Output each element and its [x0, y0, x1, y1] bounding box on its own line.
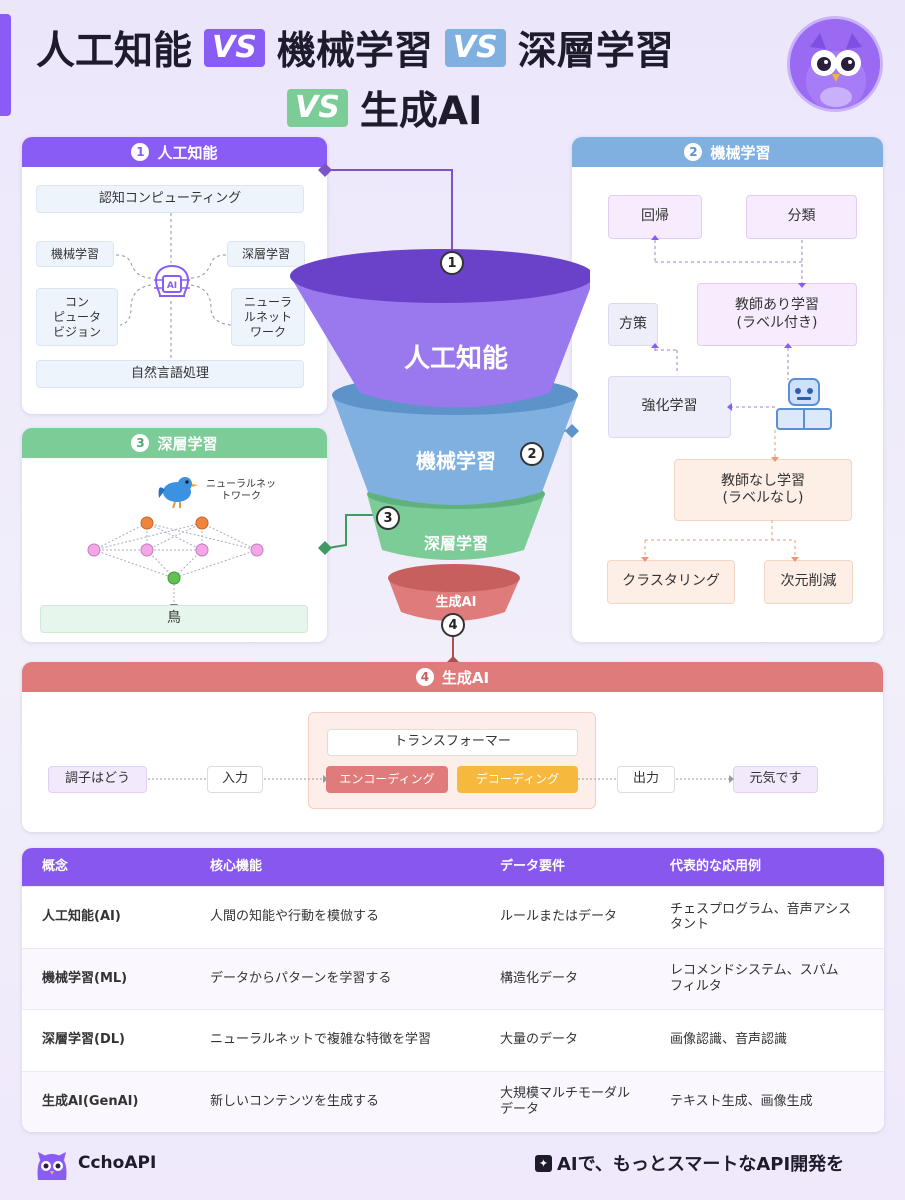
table-cell: 画像認識、音声認識 — [670, 1032, 788, 1048]
bird-icon — [155, 472, 199, 509]
table-cell: テキスト生成、画像生成 — [670, 1093, 813, 1109]
funnel-marker-4: 4 — [441, 613, 465, 637]
panel-gen-title: 生成AI — [441, 668, 490, 687]
panel-ai-header: 1 人工知能 — [22, 137, 327, 167]
vs-badge-2: VS — [444, 29, 506, 67]
title-dl: 深層学習 — [517, 29, 674, 74]
funnel-marker-1: 1 — [440, 251, 464, 275]
ml-policy: 方策 — [608, 303, 658, 346]
funnel-diagram — [290, 163, 590, 670]
gen-output-text: 元気です — [733, 766, 818, 793]
title-ai: 人工知能 — [36, 29, 193, 74]
ai-deep-learning: 深層学習 — [227, 241, 305, 267]
title-line-2: VS 生成AI — [287, 80, 483, 136]
ai-neural-network: ニューラ ルネット ワーク — [231, 288, 305, 346]
footer-slogan: AIで、もっとスマートなAPI開発を — [557, 1154, 845, 1175]
encoding-block: エンコーディング — [326, 766, 448, 793]
panel-ml-title: 機械学習 — [710, 143, 771, 162]
table-header-concept: 概念 — [42, 859, 69, 875]
funnel-label-gen: 生成AI — [435, 595, 477, 610]
ml-regression: 回帰 — [608, 195, 702, 239]
panel-ml-number: 2 — [684, 143, 703, 161]
table-header-function: 核心機能 — [210, 859, 263, 875]
chip-text: AI — [167, 281, 177, 291]
dl-nn-label: ニューラルネッ トワーク — [206, 479, 276, 502]
ai-connector-lines — [115, 213, 232, 358]
gen-output-label: 出力 — [617, 766, 675, 793]
table-row: 機械学習(ML) データからパターンを学習する 構造化データ レコメンドシステム… — [22, 947, 884, 1009]
table-row: 生成AI(GenAI) 新しいコンテンツを生成する 大規模マルチモーダル データ… — [22, 1070, 884, 1132]
ai-nlp: 自然言語処理 — [36, 360, 304, 388]
table-cell: 機械学習(ML) — [42, 970, 128, 986]
funnel-label-ai: 人工知能 — [403, 344, 508, 374]
ml-reinforcement: 強化学習 — [608, 376, 731, 438]
owl-mascot-icon — [787, 16, 883, 112]
table-cell: ニューラルネットで複雑な特徴を学習 — [210, 1032, 432, 1048]
transformer-container — [308, 712, 596, 809]
comparison-table: 概念 核心機能 データ要件 代表的な応用例 人工知能(AI) 人間の知能や行動を… — [22, 848, 884, 1132]
title-gen: 生成AI — [359, 89, 483, 134]
panel-gen-header: 4 生成AI — [22, 662, 883, 692]
dl-neural-net-diagram — [87, 516, 264, 610]
table-cell: 構造化データ — [500, 970, 579, 986]
ml-classification: 分類 — [746, 195, 857, 239]
panel-ai-title: 人工知能 — [157, 143, 218, 162]
ml-clustering: クラスタリング — [607, 560, 735, 604]
table-header-examples: 代表的な応用例 — [670, 859, 762, 875]
title-line-1: 人工知能 VS 機械学習 VS 深層学習 — [36, 20, 674, 76]
panel-ai-number: 1 — [131, 143, 150, 161]
vs-badge-3: VS — [287, 89, 348, 127]
table-cell: 生成AI(GenAI) — [42, 1093, 139, 1109]
funnel-marker-3: 3 — [376, 506, 400, 530]
ml-connector-lines — [641, 235, 806, 562]
funnel-label-dl: 深層学習 — [423, 534, 488, 553]
table-cell: 新しいコンテンツを生成する — [210, 1093, 380, 1109]
owl-logo-icon — [34, 1150, 70, 1184]
title-ml: 機械学習 — [276, 29, 433, 74]
panel-ml-header: 2 機械学習 — [572, 137, 883, 167]
ml-dimensionality-reduction: 次元削減 — [764, 560, 853, 604]
funnel-label-ml: 機械学習 — [416, 449, 496, 473]
dl-output-bird: 鳥 — [40, 605, 308, 633]
transformer-label: トランスフォーマー — [327, 729, 578, 756]
gen-input-text: 調子はどう — [48, 766, 147, 793]
panel-dl-number: 3 — [131, 434, 150, 452]
decoding-block: デコーディング — [457, 766, 578, 793]
table-cell: 大規模マルチモーダル データ — [500, 1086, 631, 1117]
brand-name: CchoAPI — [78, 1153, 157, 1173]
ml-supervised: 教師あり学習 (ラベル付き) — [697, 283, 857, 346]
table-cell: 人工知能(AI) — [42, 909, 121, 925]
vs-badge-1: VS — [204, 29, 265, 67]
table-cell: ルールまたはデータ — [500, 909, 618, 925]
ai-cognitive-computing: 認知コンピューティング — [36, 185, 304, 213]
panel-dl-title: 深層学習 — [157, 434, 218, 453]
gen-flow-arrows — [148, 775, 734, 783]
table-cell: 深層学習(DL) — [42, 1032, 125, 1048]
panel-dl-header: 3 深層学習 — [22, 428, 327, 458]
table-cell: レコメンドシステム、スパム フィルタ — [670, 963, 839, 994]
brain-chip-icon: AI — [150, 262, 194, 306]
gen-input-label: 入力 — [207, 766, 263, 793]
table-cell: 人間の知能や行動を模倣する — [210, 909, 380, 925]
ai-machine-learning: 機械学習 — [36, 241, 114, 267]
ai-computer-vision: コン ピュータ ビジョン — [36, 288, 118, 346]
title-accent-bar — [0, 14, 11, 116]
table-cell: 大量のデータ — [500, 1032, 579, 1048]
footer: CchoAPI ✦ AIで、もっとスマートなAPI開発を — [0, 1138, 905, 1200]
table-cell: データからパターンを学習する — [210, 970, 392, 986]
table-cell: チェスプログラム、音声アシス タント — [670, 901, 852, 933]
robot-icon — [775, 375, 833, 431]
table-row: 深層学習(DL) ニューラルネットで複雑な特徴を学習 大量のデータ 画像認識、音… — [22, 1009, 884, 1071]
sparkle-icon: ✦ — [535, 1155, 552, 1172]
table-row: 人工知能(AI) 人間の知能や行動を模倣する ルールまたはデータ チェスプログラ… — [22, 886, 884, 948]
funnel-marker-2: 2 — [520, 442, 544, 466]
table-header-data: データ要件 — [500, 859, 566, 875]
panel-gen-number: 4 — [415, 668, 434, 686]
ml-unsupervised: 教師なし学習 (ラベルなし) — [674, 459, 852, 521]
table-header: 概念 核心機能 データ要件 代表的な応用例 — [22, 848, 884, 886]
